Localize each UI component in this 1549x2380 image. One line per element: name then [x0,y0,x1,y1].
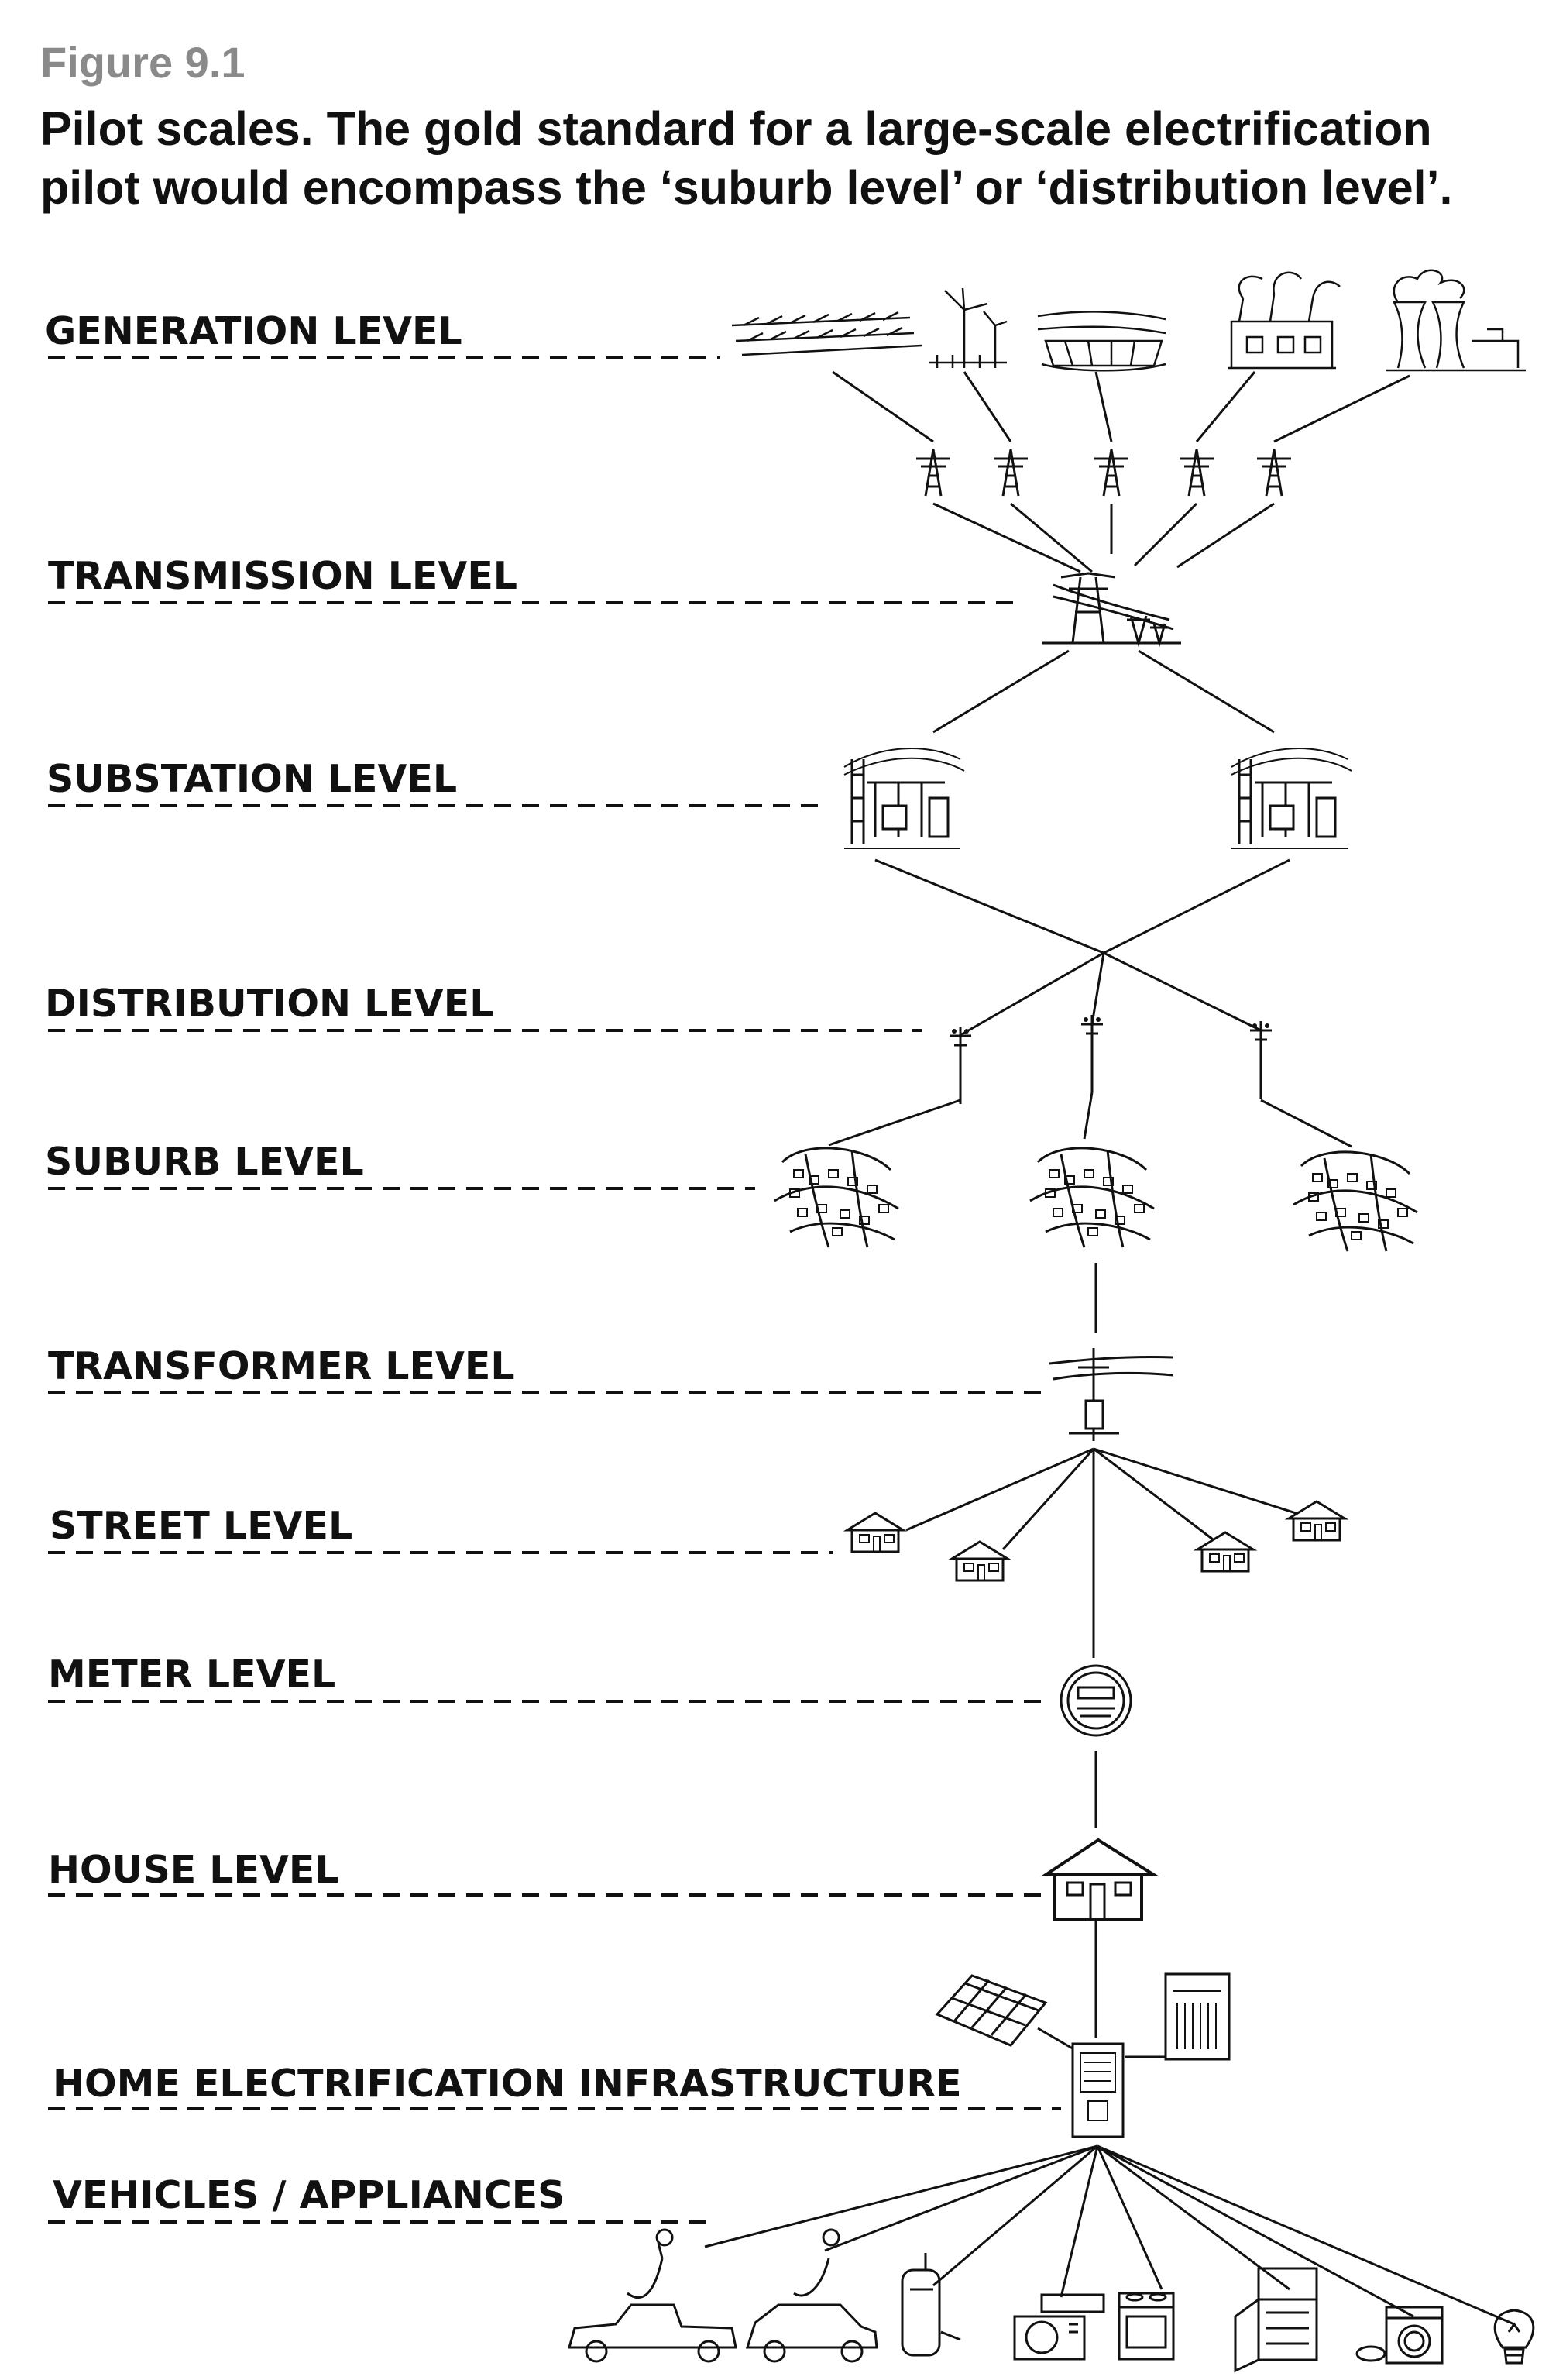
solar-farm-icon [732,312,922,355]
label-house-level: HOUSE LEVEL [48,1848,339,1892]
solar-panel-icon [937,1976,1046,2045]
transformer-icon [1049,1348,1173,1441]
nuclear-plant-icon [1386,270,1526,370]
electrical-panel-icon [1073,2044,1123,2137]
ev-car-icon [747,2230,877,2361]
label-home-electrification-infrastructure: HOME ELECTRIFICATION INFRASTRUCTURE [53,2062,962,2106]
stove-icon [1119,2293,1173,2359]
label-generation-level: GENERATION LEVEL [45,309,462,353]
label-vehicles-appliances: VEHICLES / APPLIANCES [53,2173,565,2217]
label-transmission-level: TRANSMISSION LEVEL [48,554,517,598]
suburb-icons [774,1148,1417,1251]
refrigerator-icon [1235,2268,1317,2371]
substation-icon-right [1231,748,1352,848]
leader-lines [48,358,1061,2222]
hydro-dam-icon [1038,311,1166,370]
label-transformer-level: TRANSFORMER LEVEL [48,1344,515,1388]
distribution-poles [950,1015,1272,1104]
label-substation-level: SUBSTATION LEVEL [46,757,457,801]
battery-icon [1166,1974,1229,2059]
house-icon [1046,1840,1154,1920]
substation-icon-left [844,748,964,848]
heat-pump-icon [1015,2295,1104,2359]
transmission-tower-icon [1042,573,1181,643]
label-suburb-level: SUBURB LEVEL [45,1140,364,1184]
street-houses [847,1501,1345,1580]
label-distribution-level: DISTRIBUTION LEVEL [45,982,493,1026]
transmission-pylons [916,449,1291,496]
connection-lines [705,372,1514,2324]
label-street-level: STREET LEVEL [50,1504,352,1548]
wind-turbine-icon [929,288,1007,368]
electric-meter-icon [1061,1666,1131,1735]
coal-plant-icon [1228,273,1340,368]
label-meter-level: METER LEVEL [48,1653,335,1697]
ev-truck-icon [569,2230,736,2361]
water-heater-icon [902,2253,960,2355]
washing-machine-icon [1357,2307,1442,2363]
